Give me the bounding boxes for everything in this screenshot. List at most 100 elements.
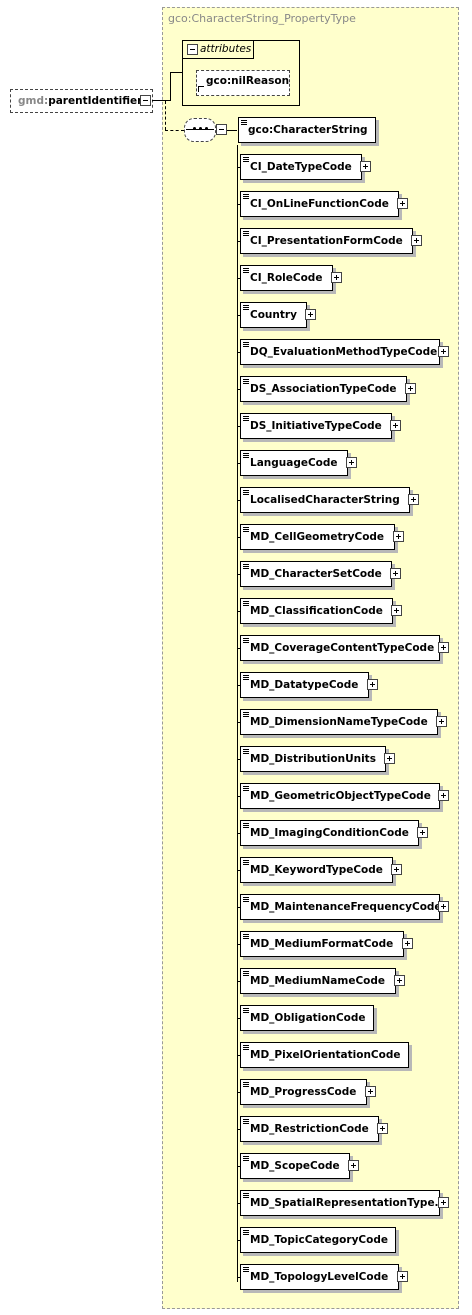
root-element-prefix: gmd: xyxy=(18,95,49,107)
expand-icon[interactable] xyxy=(405,383,416,394)
element-type-icon xyxy=(243,564,249,569)
expand-icon[interactable] xyxy=(390,420,401,431)
child-element[interactable]: MD_MaintenanceFrequencyCode xyxy=(240,894,442,920)
child-element[interactable]: MD_ObligationCode xyxy=(240,1005,374,1031)
expand-icon[interactable] xyxy=(394,975,405,986)
sequence-line xyxy=(186,129,214,130)
child-element[interactable]: MD_TopicCategoryCode xyxy=(240,1227,396,1253)
child-element[interactable]: CI_OnLineFunctionCode xyxy=(240,191,399,217)
child-element[interactable]: MD_PixelOrientationCode xyxy=(240,1042,409,1068)
expand-icon[interactable] xyxy=(391,605,402,616)
expand-icon[interactable] xyxy=(331,272,342,283)
choice-branch-line xyxy=(237,1240,240,1241)
child-element[interactable]: MD_MediumFormatCode xyxy=(240,931,404,957)
expand-icon[interactable] xyxy=(397,198,408,209)
element-type-icon xyxy=(243,675,249,680)
child-element-label: DS_InitiativeTypeCode xyxy=(250,420,382,432)
attributes-collapse-icon[interactable] xyxy=(187,44,198,55)
element-type-icon xyxy=(243,1045,249,1050)
child-element-label: CI_DateTypeCode xyxy=(250,161,352,173)
child-element[interactable]: MD_CharacterSetCode xyxy=(240,561,392,587)
element-type-icon xyxy=(243,157,249,162)
expand-icon[interactable] xyxy=(393,531,404,542)
child-element[interactable]: MD_KeywordTypeCode xyxy=(240,857,393,883)
expand-icon[interactable] xyxy=(408,494,419,505)
child-element[interactable]: gco:CharacterString xyxy=(238,117,376,143)
expand-icon[interactable] xyxy=(365,1086,376,1097)
child-element[interactable]: CI_PresentationFormCode xyxy=(240,228,413,254)
child-element-label: MD_MediumFormatCode xyxy=(250,938,394,950)
expand-icon[interactable] xyxy=(438,901,449,912)
child-element[interactable]: MD_ProgressCode xyxy=(240,1079,367,1105)
child-element[interactable]: DS_AssociationTypeCode xyxy=(240,376,407,402)
child-element[interactable]: MD_CellGeometryCode xyxy=(240,524,395,550)
expand-icon[interactable] xyxy=(438,642,449,653)
expand-icon[interactable] xyxy=(391,864,402,875)
child-element[interactable]: MD_ClassificationCode xyxy=(240,598,393,624)
root-element[interactable] xyxy=(10,89,153,113)
attribute-item[interactable] xyxy=(196,70,290,96)
expand-icon[interactable] xyxy=(346,457,357,468)
child-element[interactable]: MD_ScopeCode xyxy=(240,1153,350,1179)
sequence-collapse-icon[interactable] xyxy=(216,124,227,135)
attributes-label: attributes xyxy=(200,43,252,55)
expand-icon[interactable] xyxy=(360,161,371,172)
child-element[interactable]: MD_SpatialRepresentationType... xyxy=(240,1190,447,1216)
choice-branch-line xyxy=(237,981,240,982)
expand-icon[interactable] xyxy=(390,568,401,579)
child-element-label: MD_ObligationCode xyxy=(250,1012,366,1024)
child-element[interactable]: Country xyxy=(240,302,307,328)
expand-icon[interactable] xyxy=(377,1123,388,1134)
child-element[interactable]: LanguageCode xyxy=(240,450,348,476)
child-element[interactable]: MD_DistributionUnits xyxy=(240,746,386,772)
expand-icon[interactable] xyxy=(411,235,422,246)
child-element-label: MD_ImagingConditionCode xyxy=(250,827,409,839)
root-collapse-icon[interactable] xyxy=(140,95,151,106)
choice-branch-line xyxy=(237,1129,240,1130)
child-element-label: MD_ScopeCode xyxy=(250,1160,340,1172)
connector-line xyxy=(170,72,171,101)
element-type-icon xyxy=(243,712,249,717)
root-element-label: gmd:parentIdentifier xyxy=(18,95,142,107)
expand-icon[interactable] xyxy=(438,790,449,801)
child-element[interactable]: MD_CoverageContentTypeCode xyxy=(240,635,440,661)
expand-icon[interactable] xyxy=(436,716,447,727)
child-element[interactable]: MD_RestrictionCode xyxy=(240,1116,379,1142)
element-type-icon xyxy=(243,194,249,199)
element-type-icon xyxy=(243,934,249,939)
element-type-icon xyxy=(243,379,249,384)
expand-icon[interactable] xyxy=(402,938,413,949)
child-element-label: DQ_EvaluationMethodTypeCode xyxy=(250,346,438,358)
child-element[interactable]: MD_MediumNameCode xyxy=(240,968,396,994)
connector-line xyxy=(152,100,170,101)
element-type-icon xyxy=(243,1082,249,1087)
element-type-icon xyxy=(243,1156,249,1161)
child-element[interactable]: MD_ImagingConditionCode xyxy=(240,820,419,846)
expand-icon[interactable] xyxy=(348,1160,359,1171)
child-element[interactable]: MD_GeometricObjectTypeCode xyxy=(240,783,440,809)
expand-icon[interactable] xyxy=(384,753,395,764)
child-element-label: gco:CharacterString xyxy=(248,124,368,136)
child-element[interactable]: MD_DatatypeCode xyxy=(240,672,369,698)
child-element-label: MD_GeometricObjectTypeCode xyxy=(250,790,431,802)
child-element[interactable]: CI_RoleCode xyxy=(240,265,333,291)
child-element[interactable]: MD_TopologyLevelCode xyxy=(240,1264,399,1290)
child-element[interactable]: CI_DateTypeCode xyxy=(240,154,362,180)
child-element[interactable]: LocalisedCharacterString xyxy=(240,487,410,513)
expand-icon[interactable] xyxy=(367,679,378,690)
choice-spine xyxy=(237,145,238,1282)
child-element[interactable]: DQ_EvaluationMethodTypeCode xyxy=(240,339,440,365)
expand-icon[interactable] xyxy=(397,1271,408,1282)
child-element[interactable]: DS_InitiativeTypeCode xyxy=(240,413,392,439)
child-element[interactable]: MD_DimensionNameTypeCode xyxy=(240,709,438,735)
connector-line xyxy=(165,130,184,131)
choice-branch-line xyxy=(237,204,240,205)
expand-icon[interactable] xyxy=(438,346,449,357)
expand-icon[interactable] xyxy=(417,827,428,838)
element-type-icon xyxy=(243,1119,249,1124)
element-type-icon xyxy=(243,1267,249,1272)
sequence-compositor[interactable] xyxy=(184,118,216,142)
expand-icon[interactable] xyxy=(438,1197,449,1208)
expand-icon[interactable] xyxy=(305,309,316,320)
child-element-label: MD_DistributionUnits xyxy=(250,753,376,765)
